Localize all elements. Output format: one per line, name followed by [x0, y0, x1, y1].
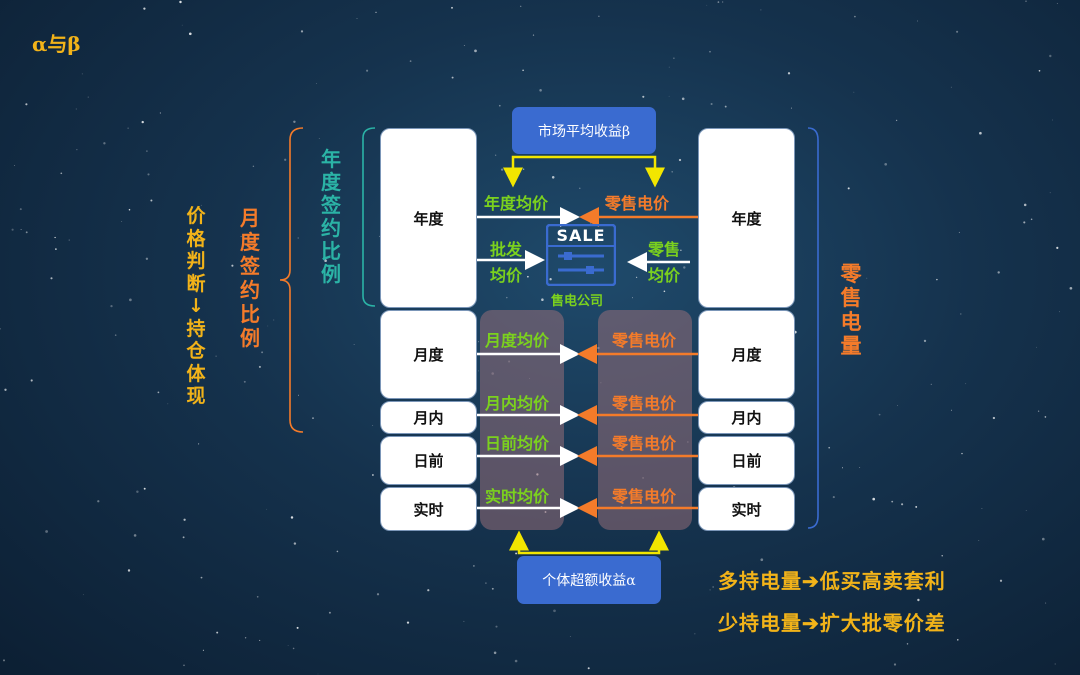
intramonth-avg-label: 月内均价: [485, 394, 550, 413]
wholesale-label-1: 批发: [490, 240, 523, 259]
realtime-avg-label: 实时均价: [485, 487, 550, 506]
sale-icon: SALE: [545, 223, 617, 287]
annual-avg-label: 年度均价: [484, 194, 549, 213]
retail-avg-label-2: 均价: [648, 266, 681, 285]
right-box-realtime: 实时: [698, 487, 795, 531]
retail-avg-label-1: 零售: [648, 240, 681, 259]
monthly-ratio-label: 月度签约比例: [240, 206, 260, 350]
price-judgment-label: 价格判断↓持仓体现: [186, 205, 206, 407]
day-ahead-avg-label: 日前均价: [485, 434, 550, 453]
retail-volume-bracket: [807, 127, 819, 529]
beta-yellow-connector: [511, 155, 657, 172]
left-box-intramonth: 月内: [380, 401, 477, 434]
page-title: α与β: [32, 32, 81, 56]
monthly-ratio-bracket: [279, 127, 304, 433]
right-box-intramonth: 月内: [698, 401, 795, 434]
right-box-day-ahead: 日前: [698, 436, 795, 485]
alpha-yellow-connector: [517, 545, 661, 555]
left-box-realtime: 实时: [380, 487, 477, 531]
conclusion-hold-more: 多持电量➔低买高卖套利: [718, 569, 946, 593]
sale-icon-text: SALE: [556, 226, 606, 245]
monthly-avg-label: 月度均价: [485, 331, 550, 350]
alpha-box: 个体超额收益α: [517, 556, 661, 604]
annual-retail-price-label: 零售电价: [605, 194, 670, 213]
annual-ratio-label: 年度签约比例: [321, 147, 341, 286]
conclusion-hold-less: 少持电量➔扩大批零价差: [718, 611, 946, 635]
beta-box: 市场平均收益β: [512, 107, 656, 154]
intramonth-retail-label: 零售电价: [612, 394, 677, 413]
left-box-annual: 年度: [380, 128, 477, 308]
monthly-retail-label: 零售电价: [612, 331, 677, 350]
right-box-monthly: 月度: [698, 310, 795, 399]
left-box-day-ahead: 日前: [380, 436, 477, 485]
left-box-monthly: 月度: [380, 310, 477, 399]
realtime-retail-label: 零售电价: [612, 487, 677, 506]
right-box-annual: 年度: [698, 128, 795, 308]
wholesale-price-band: [480, 310, 564, 530]
annual-ratio-bracket: [362, 127, 376, 307]
retail-price-band: [598, 310, 692, 530]
wholesale-label-2: 均价: [490, 266, 523, 285]
company-label: 售电公司: [551, 294, 604, 309]
retail-volume-label: 零售电量: [840, 262, 862, 358]
day-ahead-retail-label: 零售电价: [612, 434, 677, 453]
